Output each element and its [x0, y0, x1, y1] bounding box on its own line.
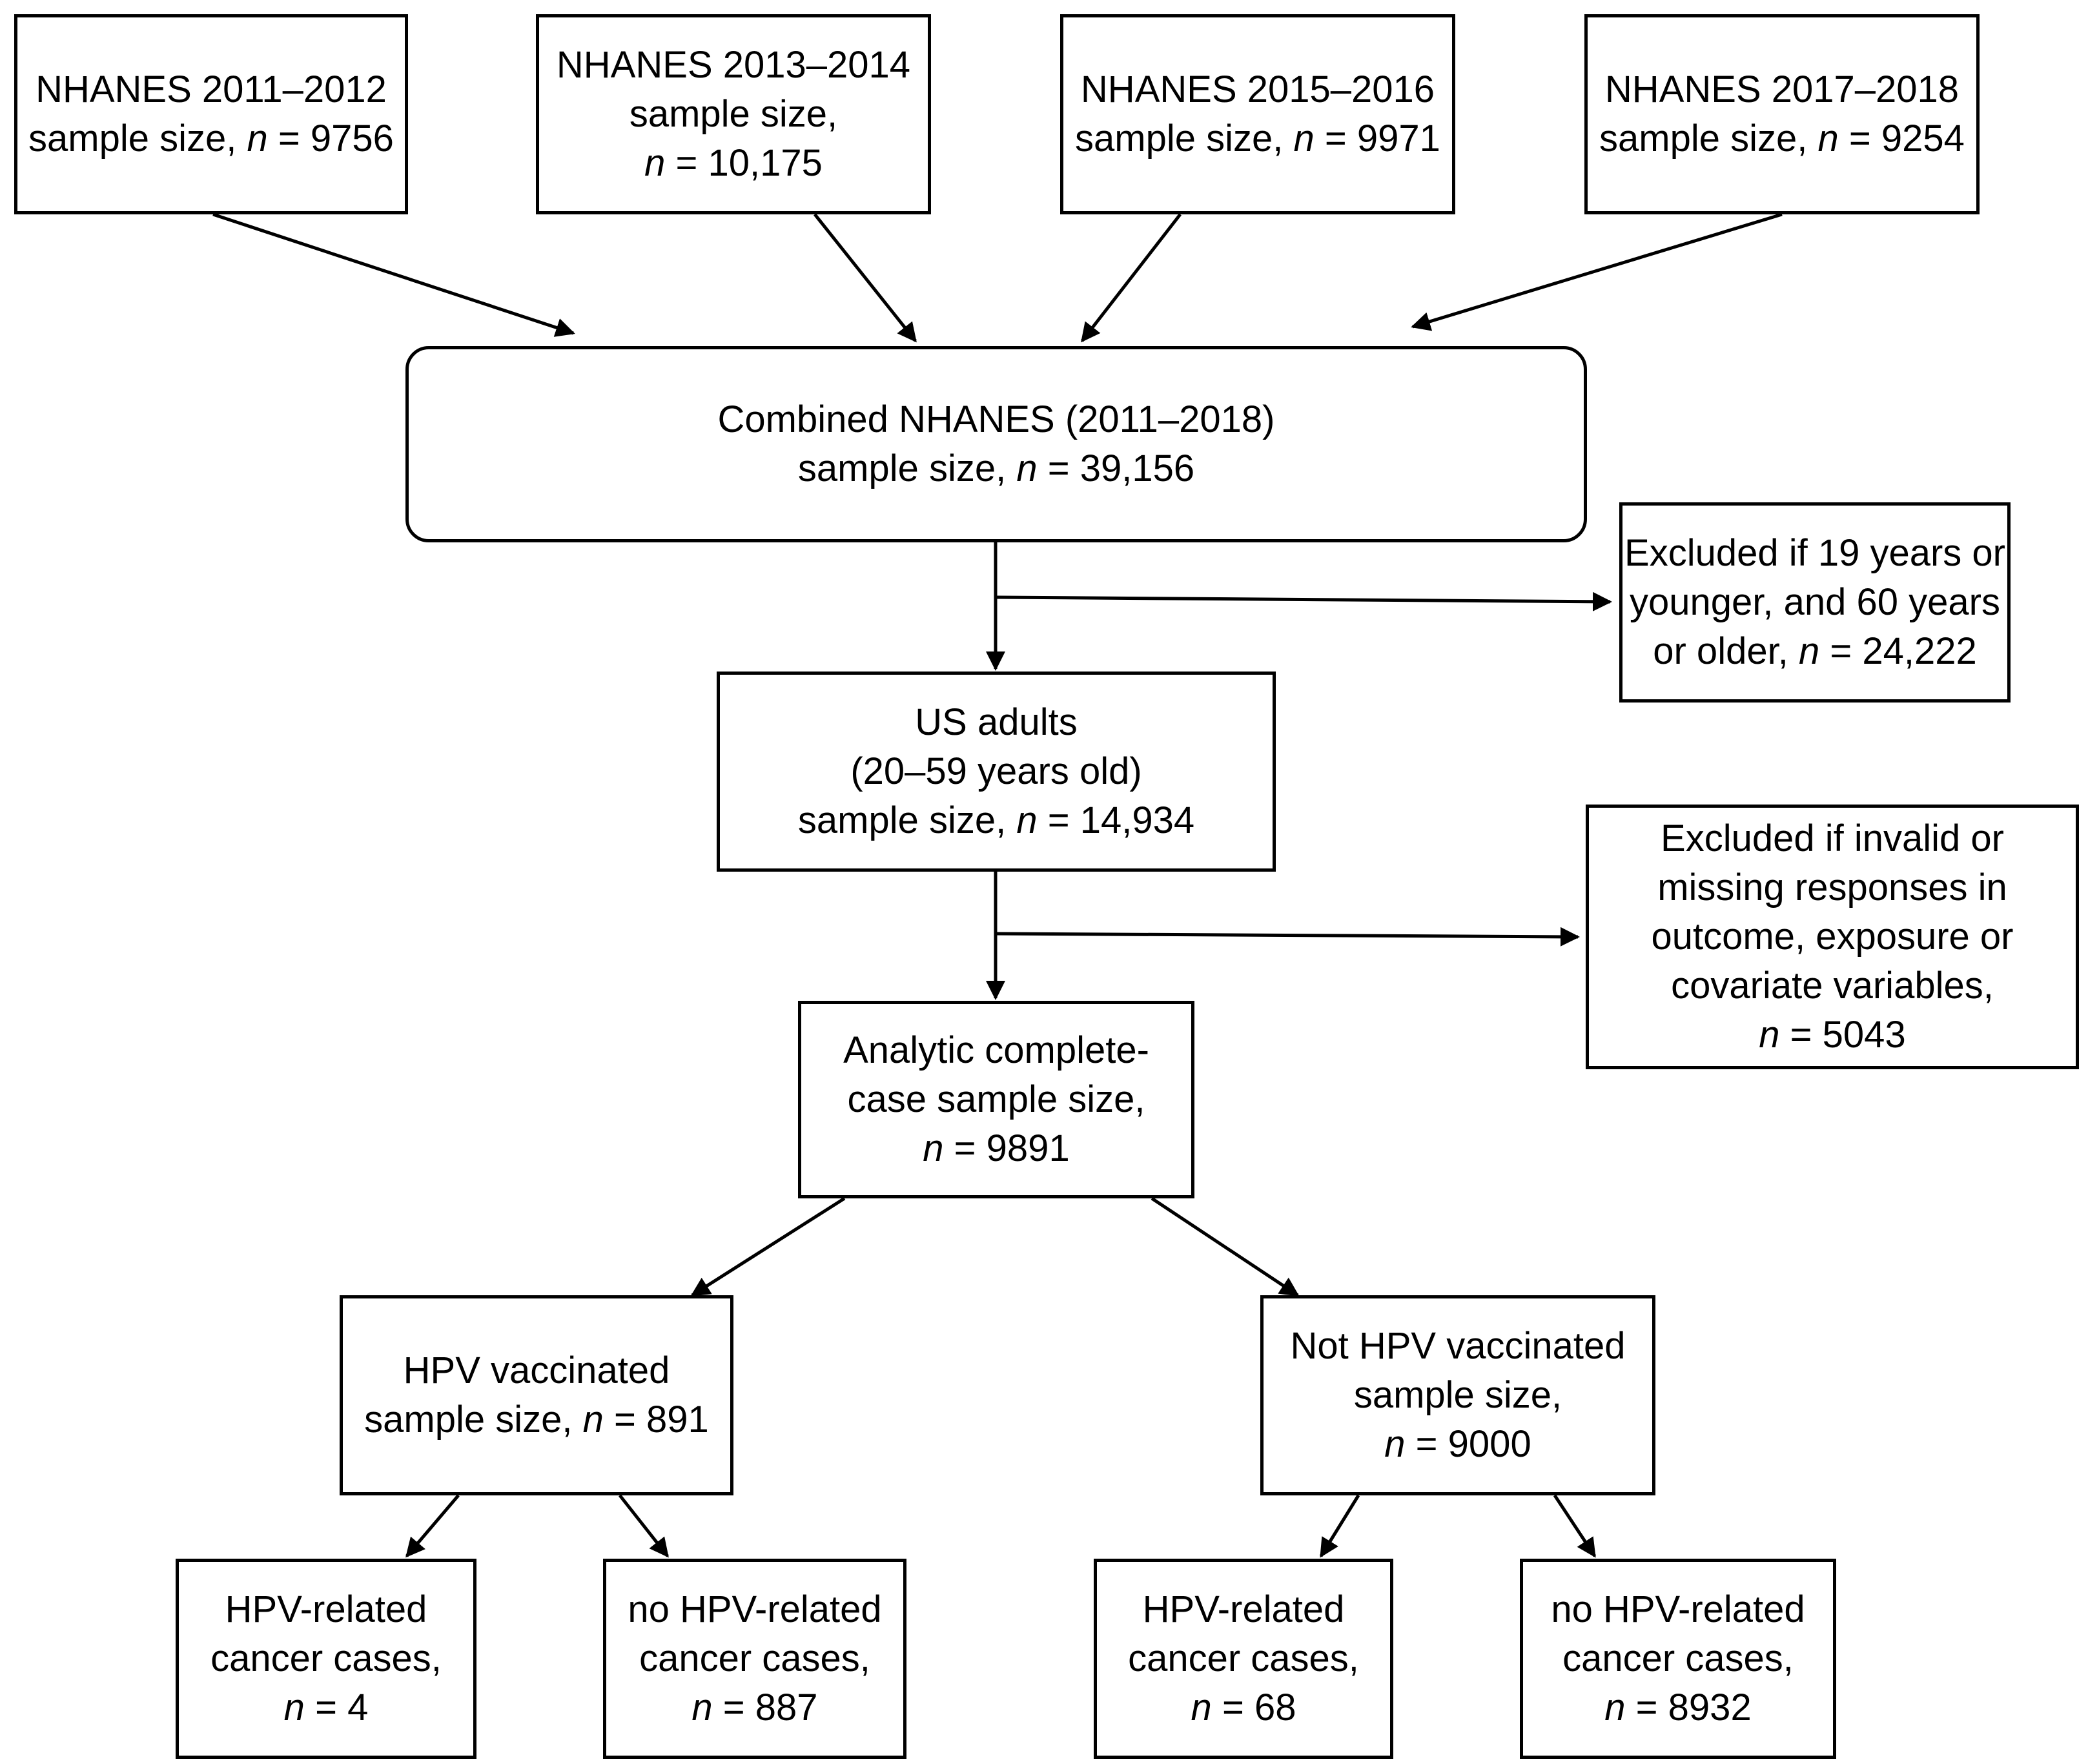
sample-size-value: 9000: [1448, 1423, 1531, 1465]
source-box-2013-2014: NHANES 2013–2014 sample size, n = 10,175: [536, 14, 931, 214]
sample-size-value: 9756: [310, 118, 394, 159]
case-count-value: 8932: [1668, 1687, 1752, 1728]
combined-box: Combined NHANES (2011–2018) sample size,…: [405, 346, 1587, 542]
arrow-analytic-to-vaccinated: [690, 1196, 846, 1297]
sample-size-value: 9891: [986, 1127, 1070, 1169]
excluded-count-value: 24,222: [1862, 630, 1977, 672]
combined-title: Combined NHANES (2011–2018): [717, 398, 1275, 440]
arrow-vaccinated-to-hpv-cases: [405, 1494, 460, 1558]
arrow-not-vaccinated-to-no-hpv-cases: [1553, 1494, 1597, 1558]
source-box-2011-2012: NHANES 2011–2012 sample size, n = 9756: [14, 14, 408, 214]
group-title: Not HPV vaccinated: [1290, 1325, 1626, 1367]
arrow-2013-to-combined: [814, 213, 917, 343]
arrow-to-missing-exclusion: [995, 927, 1580, 947]
arrow-analytic-to-not-vaccinated: [1151, 1196, 1300, 1297]
sample-size-value: 9254: [1881, 118, 1965, 159]
arrow-not-vaccinated-to-hpv-cases: [1319, 1494, 1360, 1558]
source-title: NHANES 2017–2018: [1604, 68, 1960, 110]
source-title: NHANES 2015–2016: [1080, 68, 1435, 110]
sample-size-value: 39,156: [1080, 447, 1195, 489]
excluded-count-value: 5043: [1822, 1014, 1906, 1056]
analytic-sample-box: Analytic complete- case sample size, n =…: [798, 1001, 1194, 1198]
arrow-2011-to-combined: [212, 212, 575, 337]
sample-size-value: 14,934: [1080, 799, 1195, 841]
missing-exclusion-box: Excluded if invalid or missing responses…: [1586, 805, 2079, 1069]
arrow-2015-to-combined: [1081, 213, 1182, 343]
source-box-2015-2016: NHANES 2015–2016 sample size, n = 9971: [1060, 14, 1455, 214]
age-exclusion-box: Excluded if 19 years or younger, and 60 …: [1619, 502, 2011, 703]
source-title: NHANES 2011–2012: [36, 68, 387, 110]
sample-size-value: 891: [646, 1399, 709, 1441]
hpv-vaccinated-box: HPV vaccinated sample size, n = 891: [340, 1295, 733, 1495]
outcome-box-not-vaccinated-no-hpv-cases: no HPV-related cancer cases, n = 8932: [1520, 1559, 1836, 1759]
arrow-to-age-exclusion: [995, 591, 1612, 611]
source-title: NHANES 2013–2014: [556, 44, 911, 86]
not-hpv-vaccinated-box: Not HPV vaccinated sample size, n = 9000: [1260, 1295, 1655, 1495]
outcome-box-vaccinated-hpv-cases: HPV-related cancer cases, n = 4: [176, 1559, 476, 1759]
outcome-box-not-vaccinated-hpv-cases: HPV-related cancer cases, n = 68: [1094, 1559, 1393, 1759]
group-title: HPV vaccinated: [403, 1349, 670, 1391]
case-count-value: 887: [755, 1687, 818, 1728]
arrow-2017-to-combined: [1411, 212, 1783, 331]
sample-size-value: 10,175: [708, 142, 823, 184]
arrow-vaccinated-to-no-hpv-cases: [619, 1494, 669, 1558]
case-count-value: 4: [347, 1687, 369, 1728]
case-count-value: 68: [1254, 1687, 1296, 1728]
outcome-box-vaccinated-no-hpv-cases: no HPV-related cancer cases, n = 887: [603, 1559, 906, 1759]
sample-size-value: 9971: [1356, 118, 1440, 159]
source-box-2017-2018: NHANES 2017–2018 sample size, n = 9254: [1584, 14, 1980, 214]
us-adults-box: US adults (20–59 years old) sample size,…: [717, 672, 1276, 872]
